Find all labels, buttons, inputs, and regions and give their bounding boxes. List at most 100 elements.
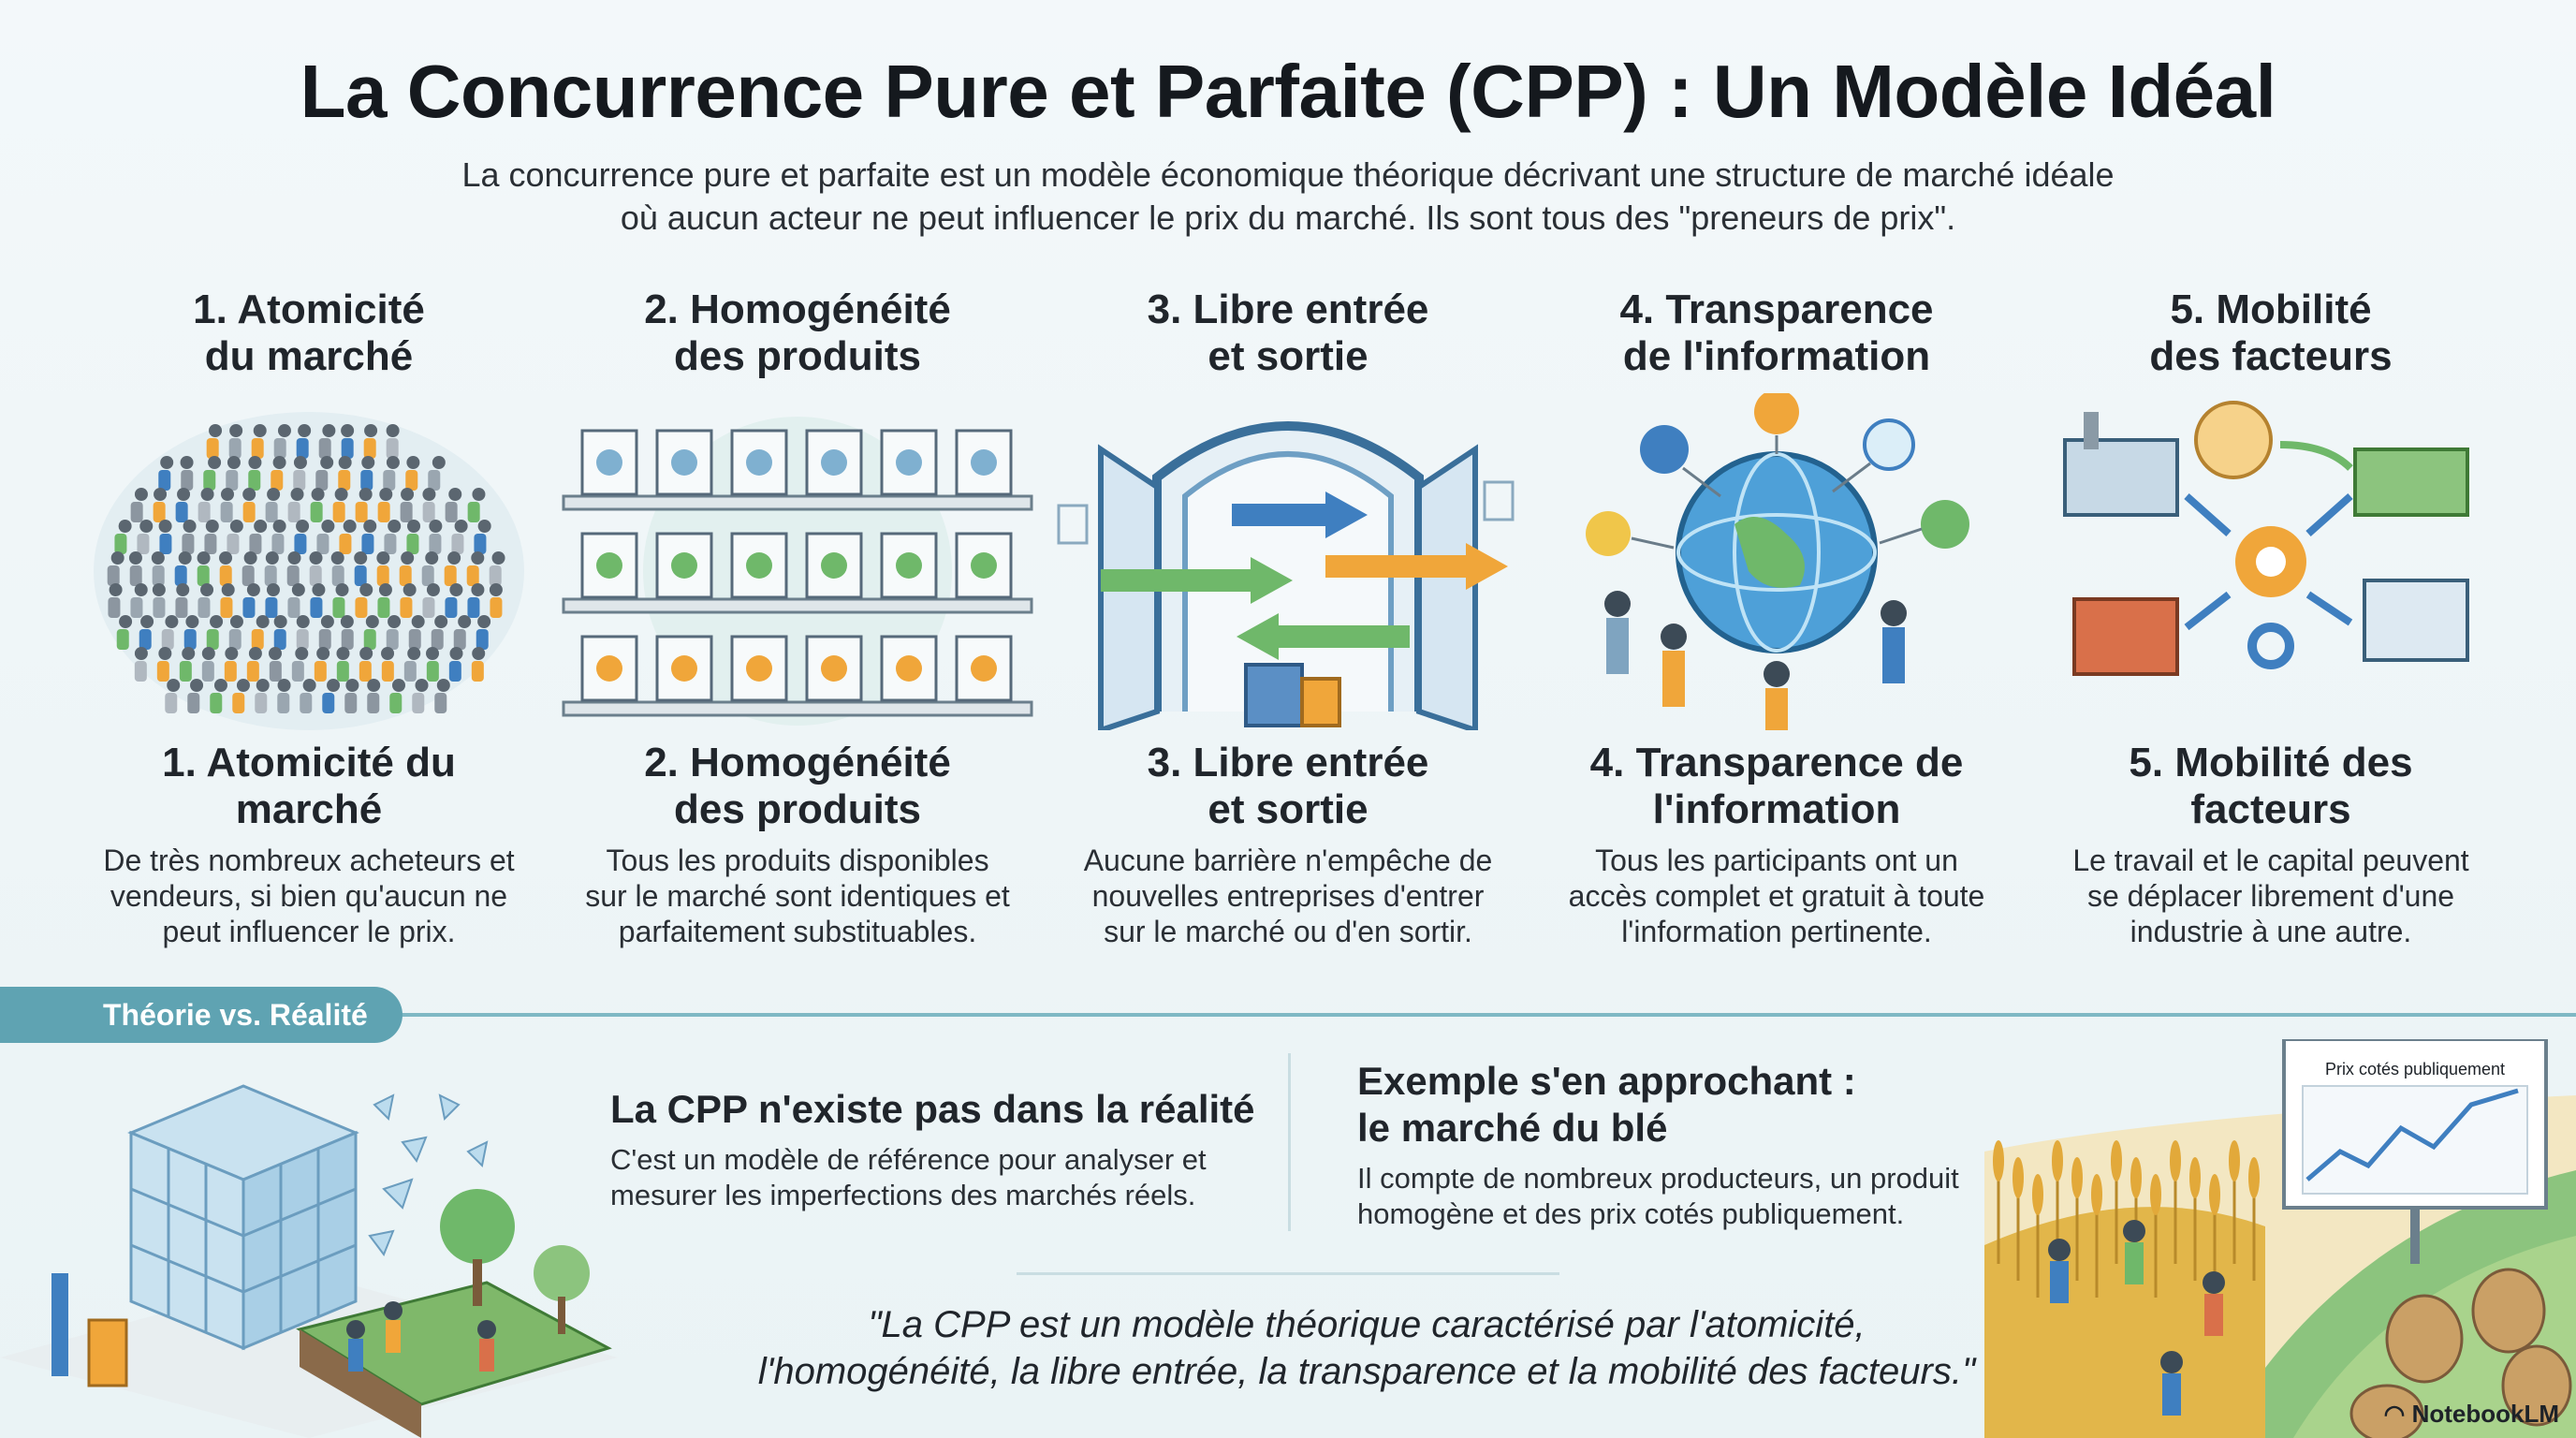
person-icon bbox=[344, 679, 359, 713]
person-icon bbox=[318, 424, 336, 459]
person-icon bbox=[201, 647, 215, 682]
brand-mark-icon: ◠ bbox=[2383, 1400, 2412, 1428]
desc-line: industrie à une autre. bbox=[2130, 915, 2412, 948]
person-icon bbox=[389, 679, 405, 713]
desc-line: nouvelles entreprises d'entrer bbox=[1091, 879, 1485, 913]
person-icon bbox=[300, 679, 316, 713]
wheat-market-text: Il compte de nombreux producteurs, un pr… bbox=[1357, 1161, 1959, 1232]
person-icon bbox=[203, 456, 222, 491]
person-icon bbox=[175, 583, 190, 618]
person-icon bbox=[220, 583, 235, 618]
wheat-stalk-icon bbox=[2071, 1157, 2083, 1281]
person-icon bbox=[408, 615, 425, 650]
person-icon bbox=[340, 615, 354, 650]
text-line: mesurer les imperfections des marchés ré… bbox=[610, 1179, 1196, 1211]
person-icon bbox=[444, 551, 461, 586]
heading-line: marché bbox=[235, 786, 383, 832]
person-icon bbox=[476, 615, 491, 650]
person-icon bbox=[386, 615, 402, 650]
vertical-divider bbox=[1288, 1053, 1291, 1231]
person-icon bbox=[204, 520, 219, 554]
person-icon bbox=[265, 583, 280, 618]
desc-line: Tous les produits disponibles bbox=[606, 844, 989, 877]
person-icon bbox=[296, 424, 312, 459]
heading-line: 4. Transparence bbox=[1619, 286, 1934, 332]
product-box-icon bbox=[655, 429, 713, 496]
text-line: Il compte de nombreux producteurs, un pr… bbox=[1357, 1162, 1959, 1195]
person-icon bbox=[363, 424, 378, 459]
heading-line: 2. Homogénéité bbox=[644, 286, 951, 332]
person-icon bbox=[332, 583, 349, 618]
person-icon bbox=[367, 679, 381, 713]
product-box-icon bbox=[955, 635, 1013, 702]
person-icon bbox=[220, 488, 234, 522]
desc-line: parfaitement substituables. bbox=[618, 915, 977, 948]
heading-line: 4. Transparence de bbox=[1589, 740, 1964, 785]
person-icon bbox=[466, 551, 485, 586]
heading-line: Exemple s'en approchant : bbox=[1357, 1059, 1856, 1103]
wheat-stalk-icon bbox=[2111, 1140, 2122, 1264]
person-icon bbox=[381, 647, 395, 682]
cpp-not-real-heading: La CPP n'existe pas dans la réalité bbox=[610, 1087, 1255, 1131]
crowd-icon bbox=[94, 412, 524, 730]
person-icon bbox=[139, 615, 154, 650]
person-icon bbox=[471, 647, 486, 682]
desc-line: vendeurs, si bien qu'aucun ne bbox=[110, 879, 508, 913]
person-icon bbox=[489, 551, 505, 586]
person-icon bbox=[316, 520, 335, 554]
person-icon bbox=[249, 520, 268, 554]
product-box-icon bbox=[880, 532, 938, 599]
person-icon bbox=[322, 679, 341, 713]
heading-line: 5. Mobilité des bbox=[2129, 740, 2413, 785]
person-icon bbox=[210, 679, 227, 713]
homogeneity-heading-top: 2. Homogénéité des produits bbox=[554, 286, 1041, 380]
desc-line: l'information pertinente. bbox=[1621, 915, 1932, 948]
text-line: C'est un modèle de référence pour analys… bbox=[610, 1143, 1207, 1176]
heading-line: des produits bbox=[673, 333, 922, 379]
person-icon bbox=[426, 647, 440, 682]
person-icon bbox=[467, 583, 485, 618]
product-box-icon bbox=[655, 635, 713, 702]
person-icon bbox=[294, 520, 310, 554]
heading-line: 5. Mobilité bbox=[2170, 286, 2372, 332]
desc-line: accès complet et gratuit à toute bbox=[1568, 879, 1985, 913]
summary-quote: "La CPP est un modèle théorique caractér… bbox=[524, 1301, 2209, 1395]
person-icon bbox=[161, 615, 179, 650]
product-box-icon bbox=[955, 429, 1013, 496]
person-icon bbox=[152, 583, 166, 618]
free-entry-heading-top: 3. Libre entrée et sortie bbox=[1045, 286, 1531, 380]
broken-cube-illustration bbox=[0, 1084, 618, 1438]
person-icon bbox=[338, 456, 352, 491]
person-icon bbox=[354, 551, 368, 586]
person-icon bbox=[293, 456, 307, 491]
atomicity-heading: 1. Atomicité du marché bbox=[66, 740, 552, 833]
product-box-icon bbox=[880, 635, 938, 702]
person-icon bbox=[448, 647, 463, 682]
person-icon bbox=[384, 520, 402, 554]
person-icon bbox=[198, 488, 214, 522]
desc-line: De très nombreux acheteurs et bbox=[103, 844, 515, 877]
person-icon bbox=[130, 583, 148, 618]
person-icon bbox=[242, 488, 256, 522]
person-icon bbox=[445, 488, 462, 522]
homogeneity-heading: 2. Homogénéité des produits bbox=[554, 740, 1041, 833]
heading-line: de l'information bbox=[1622, 333, 1931, 379]
wheat-stalk-icon bbox=[1993, 1140, 2004, 1264]
mobility-heading-top: 5. Mobilité des facteurs bbox=[2027, 286, 2514, 380]
person-icon bbox=[183, 615, 199, 650]
person-icon bbox=[330, 551, 344, 586]
heading-line: des produits bbox=[673, 786, 922, 832]
person-icon bbox=[175, 488, 191, 522]
person-icon bbox=[206, 615, 224, 650]
desc-line: sur le marché ou d'en sortir. bbox=[1104, 915, 1472, 948]
person-icon bbox=[226, 456, 241, 491]
person-icon bbox=[406, 520, 421, 554]
desc-line: Le travail et le capital peuvent bbox=[2072, 844, 2469, 877]
brand-name: NotebookLM bbox=[2411, 1400, 2559, 1428]
person-icon bbox=[429, 520, 443, 554]
free-entry-heading: 3. Libre entrée et sortie bbox=[1045, 740, 1531, 833]
product-box-icon bbox=[730, 635, 788, 702]
person-icon bbox=[273, 424, 291, 459]
mobility-description: Le travail et le capital peuvent se dépl… bbox=[2027, 843, 2514, 949]
person-icon bbox=[198, 583, 214, 618]
